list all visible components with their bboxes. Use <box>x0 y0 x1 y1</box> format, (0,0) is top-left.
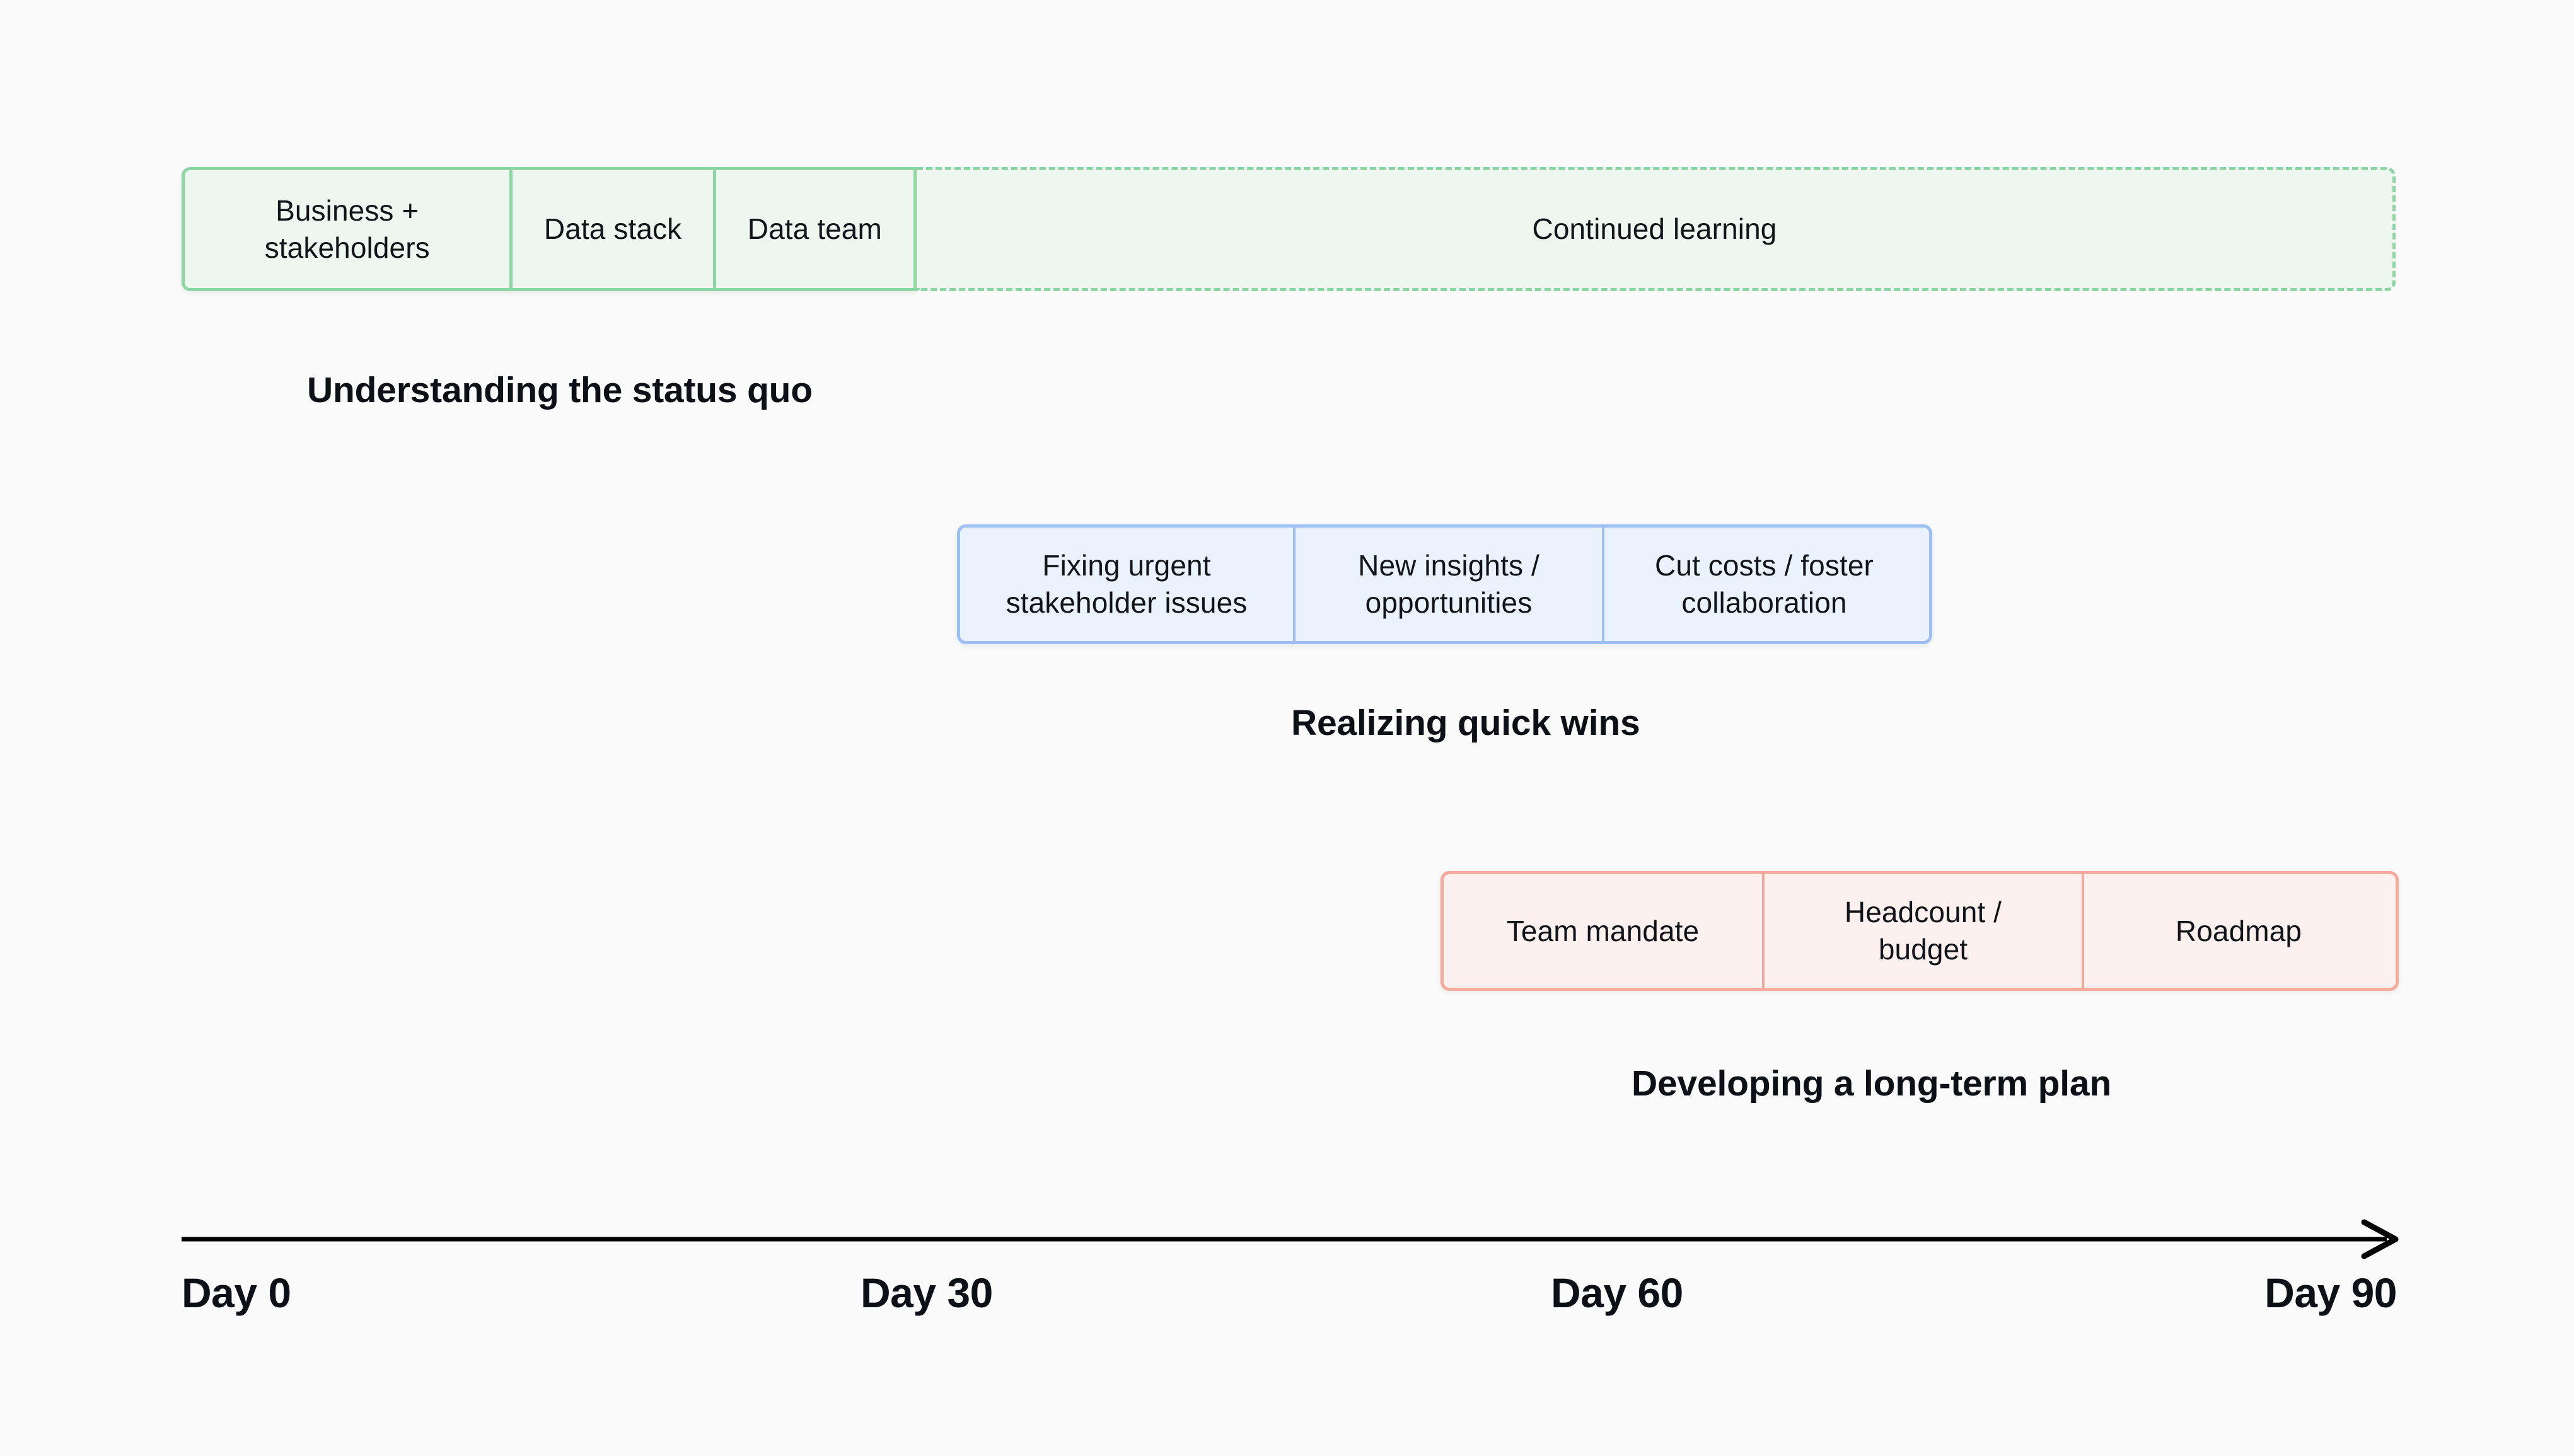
phase-caption-quick-wins: Realizing quick wins <box>1291 703 1640 743</box>
segment-continued-learning-label: Continued learning <box>1532 212 1777 246</box>
status-quo-solid-group: Business + stakeholders Data stack Data … <box>182 167 917 291</box>
segment-roadmap[interactable]: Roadmap <box>2082 874 2393 988</box>
segment-new-insights-opportunities[interactable]: New insights / opportunities <box>1293 528 1602 641</box>
segment-cut-costs-foster-collaboration[interactable]: Cut costs / foster collaboration <box>1602 528 1924 641</box>
phase-track-long-term-plan: Team mandate Headcount / budget Roadmap <box>1441 871 2399 991</box>
axis-tick-day-60: Day 60 <box>1551 1269 1683 1316</box>
axis-tick-day-0: Day 0 <box>182 1269 291 1316</box>
segment-data-team[interactable]: Data team <box>712 170 913 288</box>
phase-caption-long-term-plan: Developing a long-term plan <box>1632 1063 2112 1104</box>
segment-data-stack[interactable]: Data stack <box>509 170 712 288</box>
phase-track-status-quo: Business + stakeholders Data stack Data … <box>182 167 2396 291</box>
phase-caption-status-quo: Understanding the status quo <box>307 370 813 410</box>
axis-arrow-icon <box>182 1219 2399 1259</box>
axis-tick-labels: Day 0 Day 30 Day 60 Day 90 <box>182 1269 2397 1338</box>
segment-business-stakeholders[interactable]: Business + stakeholders <box>264 194 430 264</box>
timeline-axis <box>182 1216 2407 1267</box>
segment-fixing-urgent-stakeholder-issues[interactable]: Fixing urgent stakeholder issues <box>1006 549 1248 619</box>
segment-headcount-budget[interactable]: Headcount / budget <box>1762 874 2082 988</box>
axis-tick-day-30: Day 30 <box>861 1269 993 1316</box>
segment-team-mandate[interactable]: Team mandate <box>1506 914 1700 947</box>
phase-track-quick-wins: Fixing urgent stakeholder issues New ins… <box>957 524 1932 644</box>
segment-continued-learning[interactable]: Continued learning <box>917 167 2396 291</box>
axis-tick-day-90: Day 90 <box>2264 1269 2397 1316</box>
